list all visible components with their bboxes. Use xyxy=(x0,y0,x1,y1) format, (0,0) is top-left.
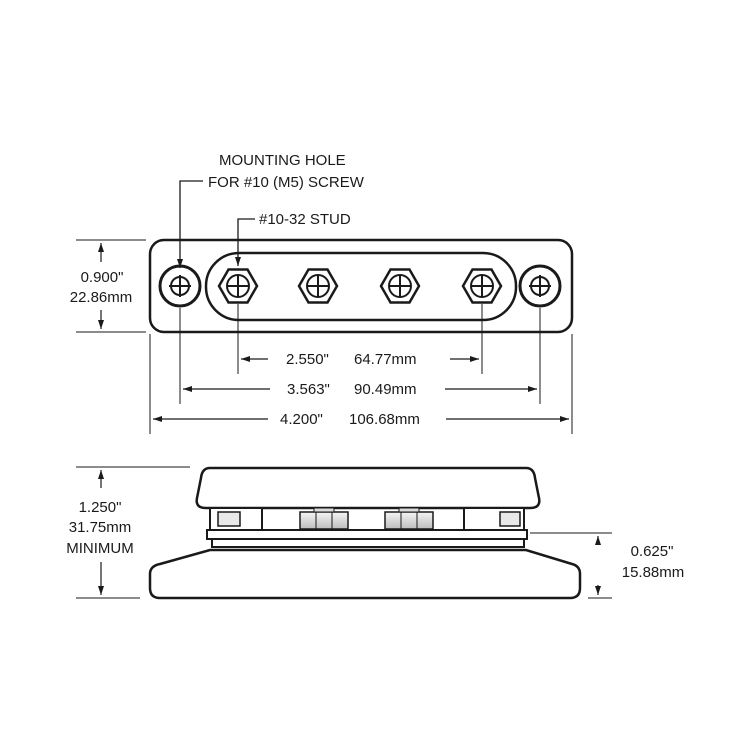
total-height-in-label: 1.250" xyxy=(79,499,122,516)
side-stud-nut-2 xyxy=(384,507,434,530)
side-cover xyxy=(195,466,541,510)
total-height-mm-label: 31.75mm xyxy=(69,519,132,536)
cover-outline xyxy=(204,251,518,322)
stud-span-mm-label: 64.77mm xyxy=(354,351,417,368)
hole-span-in-label: 3.563" xyxy=(287,381,330,398)
top-view: MOUNTING HOLE FOR #10 (M5) SCREW #10-32 … xyxy=(70,152,574,434)
total-height-dimension xyxy=(76,466,190,599)
overall-mm-label: 106.68mm xyxy=(349,411,420,428)
stud-leader xyxy=(235,218,255,266)
base-height-dimension xyxy=(530,532,612,599)
mounting-hole-label-line2: FOR #10 (M5) SCREW xyxy=(208,174,365,191)
stud-2 xyxy=(297,268,339,304)
mounting-hole-leader xyxy=(177,180,203,268)
hole-span-mm-label: 90.49mm xyxy=(354,381,417,398)
stud-3 xyxy=(379,268,421,304)
mounting-hole-right xyxy=(518,264,562,308)
overall-in-label: 4.200" xyxy=(280,411,323,428)
mounting-hole-label-line1: MOUNTING HOLE xyxy=(219,152,346,169)
side-bus-bar-lower xyxy=(211,538,525,548)
height-dimension xyxy=(76,239,146,333)
base-height-mm-label: 15.88mm xyxy=(622,564,685,581)
side-bus-bar xyxy=(206,529,528,540)
mounting-hole-left xyxy=(158,264,202,308)
stud-1 xyxy=(217,268,259,304)
stud-span-in-label: 2.550" xyxy=(286,351,329,368)
height-in-label: 0.900" xyxy=(81,269,124,286)
height-mm-label: 22.86mm xyxy=(70,289,133,306)
stud-label: #10-32 STUD xyxy=(259,211,351,228)
stud-4 xyxy=(461,268,503,304)
side-base xyxy=(148,548,582,600)
side-view: 1.250" 31.75mm MINIMUM 0.625" 15.88mm xyxy=(66,466,685,600)
top-extension-lines xyxy=(149,304,573,434)
side-stud-nut-1 xyxy=(299,507,349,530)
base-height-in-label: 0.625" xyxy=(631,543,674,560)
side-posts xyxy=(209,507,525,531)
total-height-note-label: MINIMUM xyxy=(66,540,134,557)
